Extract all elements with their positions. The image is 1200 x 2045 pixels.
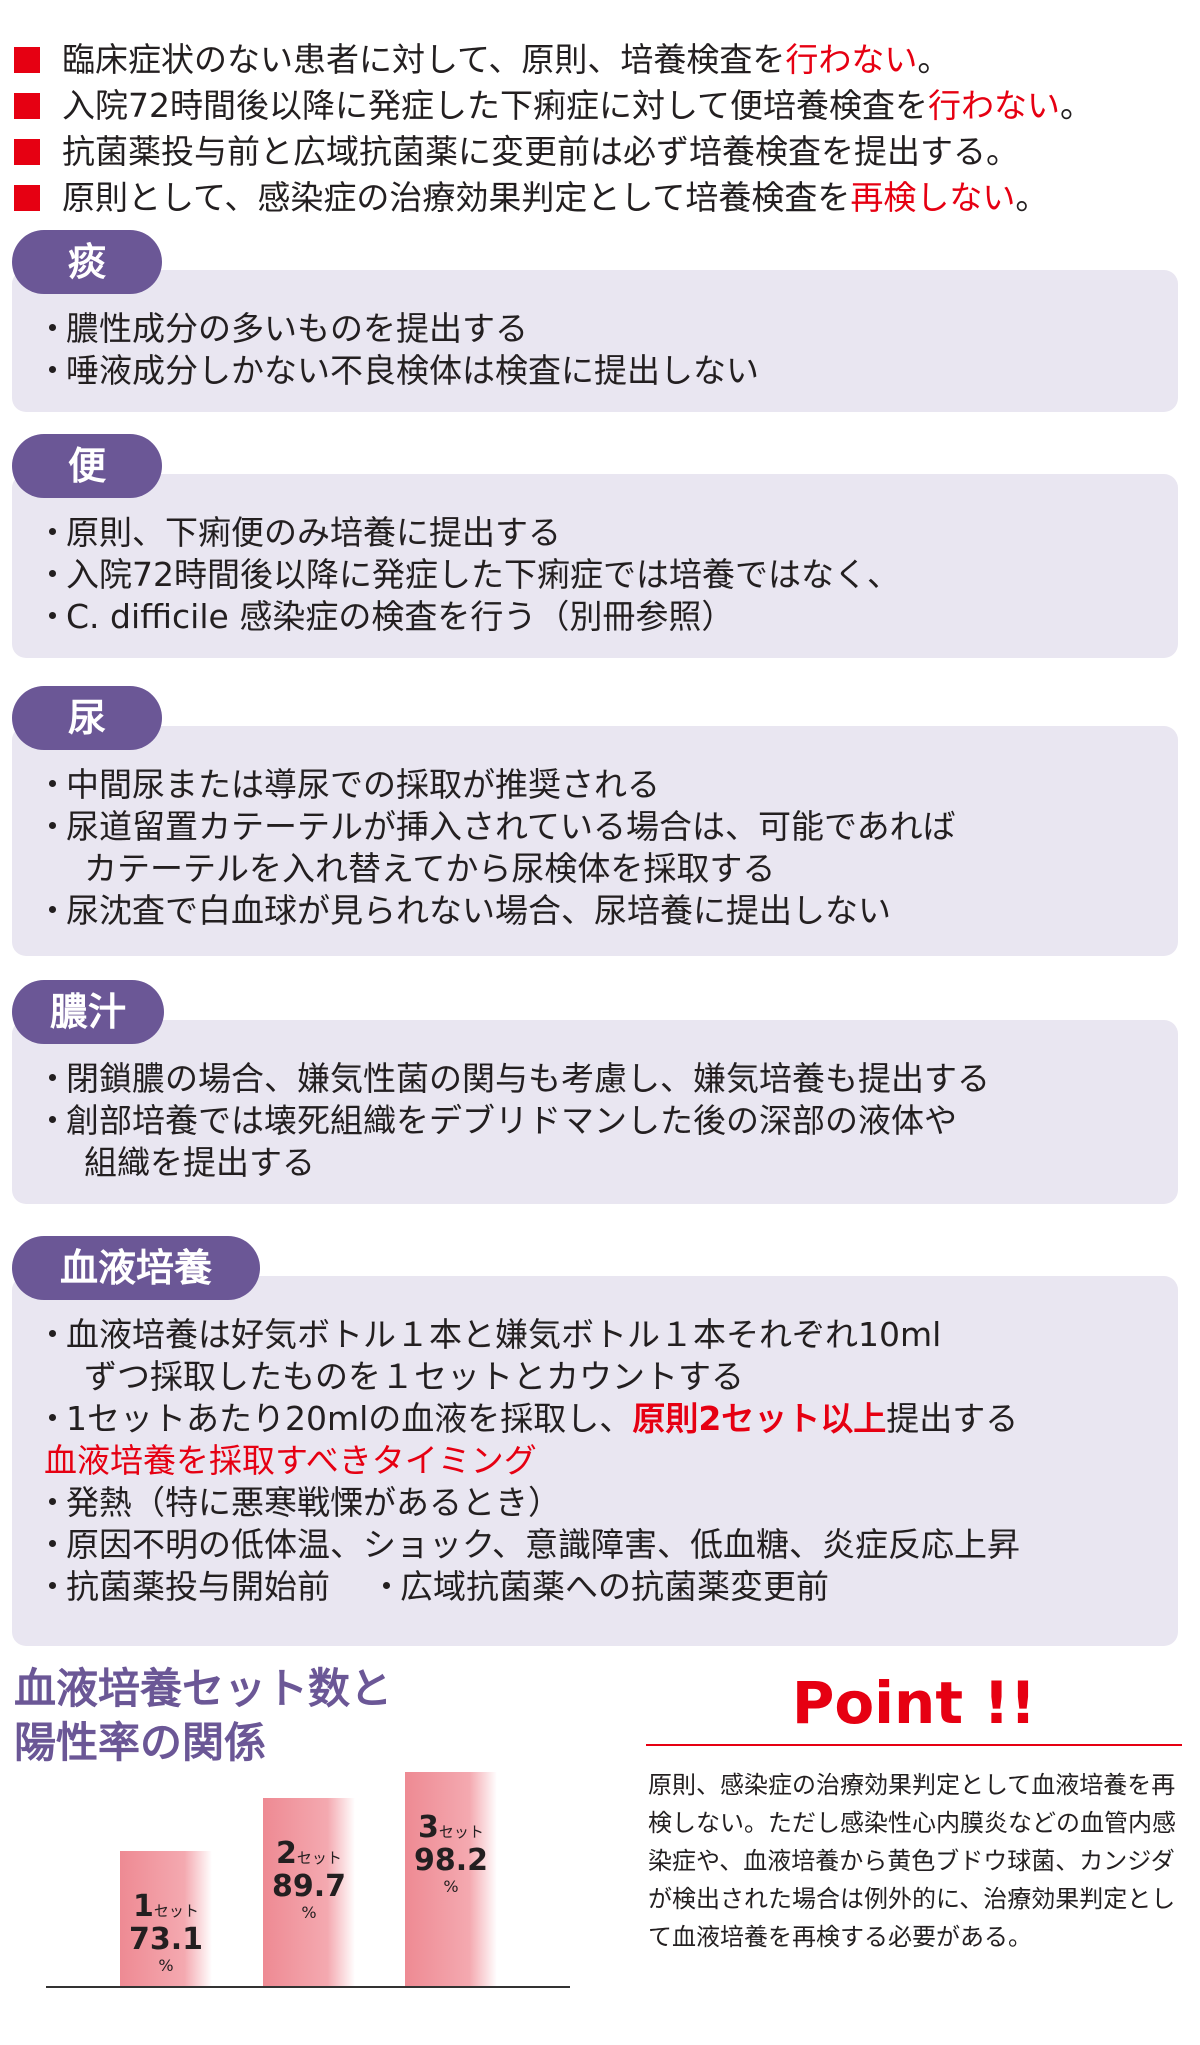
list-item: ・閉鎖膿の場合、嫌気性菌の関与も考慮し、嫌気培養も提出する	[36, 1059, 990, 1098]
point-divider	[646, 1744, 1182, 1746]
bar-value-label: 73.1	[128, 1922, 204, 1957]
list-item: ・尿道留置カテーテルが挿入されている場合は、可能であれば	[36, 807, 956, 846]
bar-category-unit: セット	[438, 1823, 484, 1841]
section-panel	[12, 474, 1178, 658]
section-tab: 痰	[12, 230, 162, 294]
bar-category-label: 2	[276, 1836, 297, 1871]
bar-value-unit: %	[158, 1956, 174, 1975]
section-blood: 血液培養 ・血液培養は好気ボトル１本と嫌気ボトル１本それぞれ10ml ずつ採取し…	[12, 1236, 1178, 1646]
list-item: ずつ採取したものを１セットとカウントする	[84, 1357, 744, 1396]
list-item: ・血液培養は好気ボトル１本と嫌気ボトル１本それぞれ10ml	[36, 1315, 942, 1354]
red-square-icon	[14, 185, 40, 211]
bar-category-unit: セット	[296, 1849, 342, 1867]
section-list: ・血液培養は好気ボトル１本と嫌気ボトル１本それぞれ10ml ずつ採取したものを１…	[36, 1314, 1168, 1608]
section-tab: 尿	[12, 686, 162, 750]
section-panel	[12, 1020, 1178, 1204]
bar-3-set	[405, 1772, 497, 1986]
section-list: ・膿性成分の多いものを提出する ・唾液成分しかない不良検体は検査に提出しない	[36, 308, 1168, 392]
bar-category-label: 1	[133, 1889, 154, 1924]
list-item: カテーテルを入れ替えてから尿検体を採取する	[84, 849, 776, 888]
bar-value-unit: %	[443, 1877, 459, 1896]
red-square-icon	[14, 139, 40, 165]
list-item: ・原則、下痢便のみ培養に提出する	[36, 513, 561, 552]
bar-1-set	[120, 1851, 212, 1986]
section-list: ・中間尿または導尿での採取が推奨される ・尿道留置カテーテルが挿入されている場合…	[36, 764, 1168, 932]
section-panel	[12, 1276, 1178, 1646]
rules-list: 臨床症状のない患者に対して、原則、培養検査を行わない。 入院72時間後以降に発症…	[14, 38, 1184, 222]
bar-category-unit: セット	[153, 1902, 199, 1920]
bar-label: 2セット 89.7%	[263, 1836, 355, 1922]
list-item: ・原因不明の低体温、ショック、意識障害、低血糖、炎症反応上昇	[36, 1525, 1021, 1564]
section-panel	[12, 270, 1178, 412]
list-item: ・中間尿または導尿での採取が推奨される	[36, 765, 660, 804]
section-stool: 便 ・原則、下痢便のみ培養に提出する ・入院72時間後以降に発症した下痢症では培…	[12, 434, 1178, 658]
list-item: ・唾液成分しかない不良検体は検査に提出しない	[36, 351, 759, 390]
list-item: ・C. difficile 感染症の検査を行う（別冊参照）	[36, 597, 735, 636]
x-axis-line	[46, 1986, 570, 1988]
red-square-icon	[14, 93, 40, 119]
list-item: ・尿沈査で白血球が見られない場合、尿培養に提出しない	[36, 891, 891, 930]
timing-heading: 血液培養を採取すべきタイミング	[44, 1441, 537, 1480]
rule-item: 入院72時間後以降に発症した下痢症に対して便培養検査を行わない。	[14, 84, 1184, 128]
section-list: ・原則、下痢便のみ培養に提出する ・入院72時間後以降に発症した下痢症では培養で…	[36, 512, 1168, 638]
point-box: Point !! 原則、感染症の治療効果判定として血液培養を再検しない。ただし感…	[646, 1668, 1182, 1956]
bar-value-label: 98.2	[413, 1843, 489, 1878]
point-text: 原則、感染症の治療効果判定として血液培養を再検しない。ただし感染性心内膜炎などの…	[648, 1771, 1176, 1951]
list-item: ・抗菌薬投与開始前・広域抗菌薬への抗菌薬変更前	[36, 1567, 829, 1606]
section-urine: 尿 ・中間尿または導尿での採取が推奨される ・尿道留置カテーテルが挿入されている…	[12, 686, 1178, 956]
section-tab: 血液培養	[12, 1236, 260, 1300]
section-sputum: 痰 ・膿性成分の多いものを提出する ・唾液成分しかない不良検体は検査に提出しない	[12, 230, 1178, 412]
bar-label: 1セット 73.1%	[120, 1889, 212, 1975]
list-item: 組織を提出する	[84, 1143, 315, 1182]
section-tab: 膿汁	[12, 980, 164, 1044]
bar-value-unit: %	[301, 1903, 317, 1922]
rule-item: 臨床症状のない患者に対して、原則、培養検査を行わない。	[14, 38, 1184, 82]
list-item: ・創部培養では壊死組織をデブリドマンした後の深部の液体や	[36, 1101, 957, 1140]
chart-title: 血液培養セット数と 陽性率の関係	[14, 1664, 393, 1767]
list-item: ・1セットあたり20mlの血液を採取し、原則2セット以上提出する	[36, 1399, 1019, 1438]
section-pus: 膿汁 ・閉鎖膿の場合、嫌気性菌の関与も考慮し、嫌気培養も提出する ・創部培養では…	[12, 980, 1178, 1204]
rule-item: 抗菌薬投与前と広域抗菌薬に変更前は必ず培養検査を提出する。	[14, 130, 1184, 174]
bar-value-label: 89.7	[271, 1869, 347, 1904]
rule-item: 原則として、感染症の治療効果判定として培養検査を再検しない。	[14, 176, 1184, 220]
bar-category-label: 3	[418, 1810, 439, 1845]
list-item: ・発熱（特に悪寒戦慄があるとき）	[36, 1483, 561, 1522]
list-item: ・入院72時間後以降に発症した下痢症では培養ではなく、	[36, 555, 900, 594]
section-panel	[12, 726, 1178, 956]
red-square-icon	[14, 47, 40, 73]
section-list: ・閉鎖膿の場合、嫌気性菌の関与も考慮し、嫌気培養も提出する ・創部培養では壊死組…	[36, 1058, 1168, 1184]
bar-2-set	[263, 1798, 355, 1986]
point-title: Point !!	[791, 1669, 1037, 1737]
section-tab: 便	[12, 434, 162, 498]
list-item: ・膿性成分の多いものを提出する	[36, 309, 528, 348]
bar-label: 3セット 98.2%	[405, 1810, 497, 1896]
